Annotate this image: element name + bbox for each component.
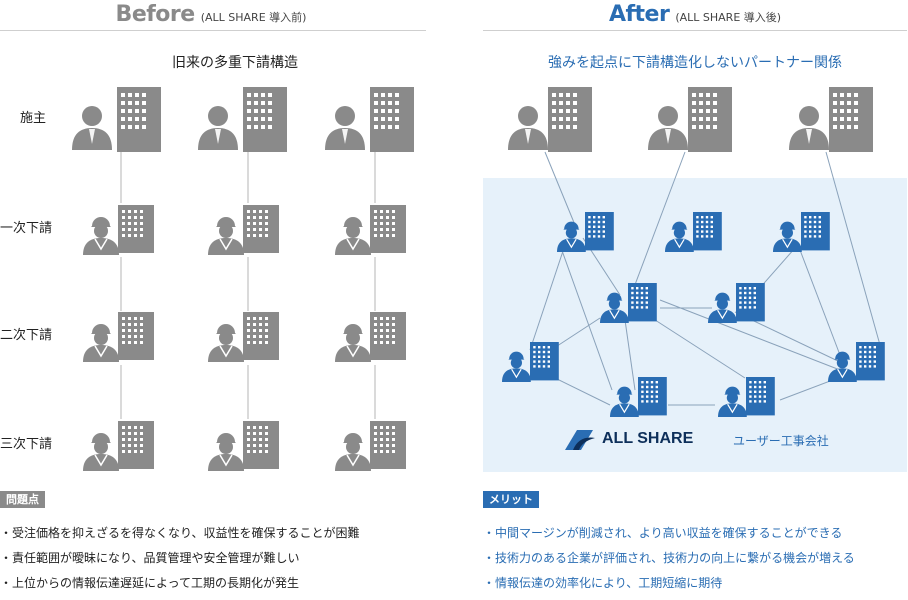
row-label-first: 一次下請 — [0, 221, 53, 236]
network-node — [609, 377, 667, 418]
network-node — [599, 283, 657, 324]
worker-icon — [207, 216, 245, 256]
allshare-brand: ALL SHARE — [602, 430, 694, 447]
network-node — [556, 212, 614, 253]
list-item: ・上位からの情報伝達遅延によって工期の長期化が発生 — [0, 576, 300, 590]
after-owner-row — [508, 87, 873, 152]
network-node — [827, 342, 885, 383]
list-item: ・受注価格を抑えざるを得なくなり、収益性を確保することが困難 — [0, 526, 360, 540]
worker-icon — [334, 216, 372, 256]
before-third-row — [82, 421, 406, 472]
list-item: ・技術力のある企業が評価され、技術力の向上に繋がる機会が増える — [483, 551, 855, 565]
before-first-row — [82, 205, 406, 256]
worker-icon — [82, 432, 120, 472]
building-icon — [243, 421, 279, 469]
building-icon — [243, 312, 279, 360]
network-node — [717, 377, 775, 418]
building-icon — [243, 87, 287, 152]
worker-icon — [334, 432, 372, 472]
merits-tag: メリット — [483, 491, 539, 508]
worker-icon — [82, 323, 120, 363]
person-icon — [325, 106, 365, 150]
before-header: Before (ALL SHARE 導入前) — [0, 2, 422, 28]
building-icon — [118, 205, 154, 253]
problems-list: ・受注価格を抑えざるを得なくなり、収益性を確保することが困難 ・責任範囲が曖昧に… — [0, 525, 360, 600]
before-connectors — [120, 152, 376, 419]
before-title: Before — [115, 2, 196, 27]
building-icon — [370, 205, 406, 253]
network-node — [707, 283, 765, 324]
person-icon — [198, 106, 238, 150]
merits-list: ・中間マージンが削減され、より高い収益を確保することができる ・技術力のある企業… — [483, 525, 855, 600]
before-owner-row — [72, 87, 414, 152]
network-node — [772, 212, 830, 253]
person-icon — [72, 106, 112, 150]
before-rule — [0, 30, 426, 31]
person-icon — [648, 106, 688, 150]
building-icon — [118, 312, 154, 360]
network-node — [501, 342, 559, 383]
after-rule — [483, 30, 907, 31]
row-label-owner: 施主 — [20, 111, 47, 126]
after-network-nodes — [501, 212, 885, 418]
before-second-row — [82, 312, 406, 363]
after-title: After — [608, 2, 670, 27]
worker-icon — [207, 323, 245, 363]
worker-icon — [82, 216, 120, 256]
person-icon — [508, 106, 548, 150]
worker-icon — [207, 432, 245, 472]
building-icon — [370, 87, 414, 152]
building-icon — [117, 87, 161, 152]
worker-icon — [334, 323, 372, 363]
problems-tag: 問題点 — [0, 491, 45, 508]
building-icon — [548, 87, 592, 152]
building-icon — [829, 87, 873, 152]
after-subtitle: 強みを起点に下請構造化しないパートナー関係 — [548, 55, 842, 71]
allshare-brand-sub: ユーザー工事会社 — [733, 434, 829, 448]
building-icon — [370, 421, 406, 469]
before-title-note: (ALL SHARE 導入前) — [200, 11, 307, 24]
person-icon — [789, 106, 829, 150]
row-label-second: 二次下請 — [0, 328, 53, 343]
building-icon — [118, 421, 154, 469]
after-connectors — [529, 151, 881, 406]
list-item: ・情報伝達の効率化により、工期短縮に期待 — [483, 576, 723, 590]
before-subtitle: 旧来の多重下請構造 — [172, 55, 298, 71]
row-label-third: 三次下請 — [0, 437, 53, 452]
building-icon — [243, 205, 279, 253]
after-header: After (ALL SHARE 導入後) — [483, 2, 907, 28]
after-title-note: (ALL SHARE 導入後) — [675, 11, 782, 24]
list-item: ・責任範囲が曖昧になり、品質管理や安全管理が難しい — [0, 551, 300, 565]
list-item: ・中間マージンが削減され、より高い収益を確保することができる — [483, 526, 843, 540]
allshare-logo-icon — [565, 430, 595, 450]
network-node — [664, 212, 722, 253]
building-icon — [688, 87, 732, 152]
building-icon — [370, 312, 406, 360]
